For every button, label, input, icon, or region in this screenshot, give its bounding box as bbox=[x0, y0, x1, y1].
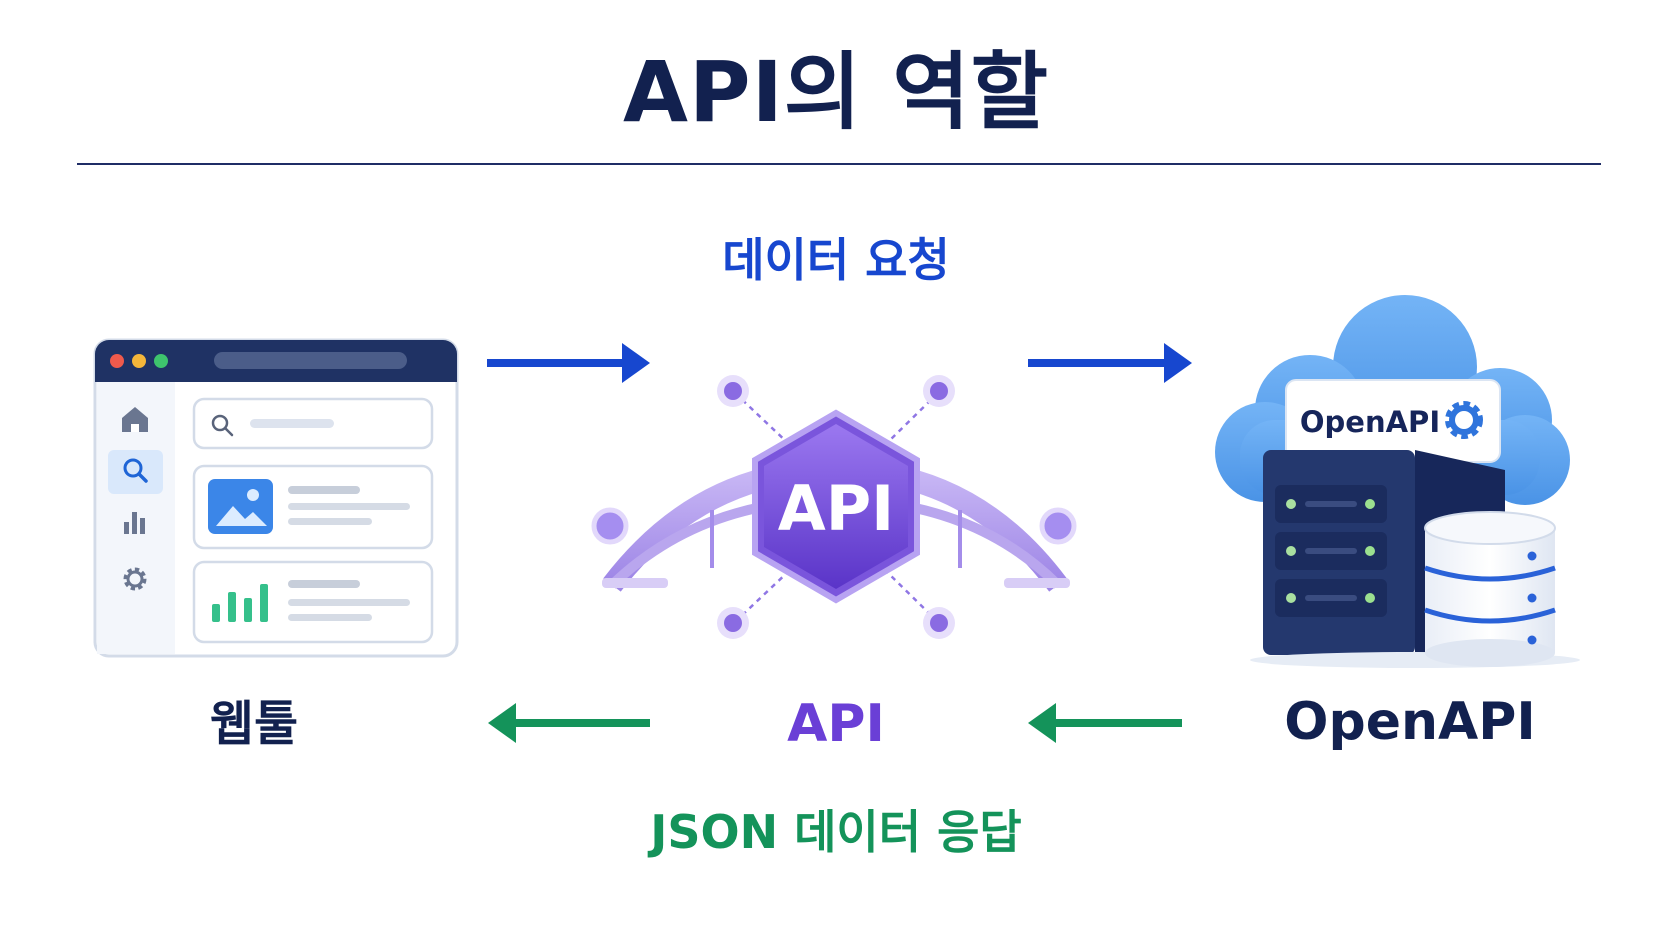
bridge-node bbox=[1039, 507, 1077, 545]
request-arrow-1 bbox=[487, 343, 650, 383]
title-divider bbox=[77, 163, 1601, 165]
api-hexagon-text: API bbox=[778, 472, 895, 545]
bridge-node bbox=[591, 507, 629, 545]
gear-icon bbox=[1445, 401, 1483, 439]
openapi-server-group: OpenAPI bbox=[1215, 295, 1580, 668]
connector-node bbox=[717, 607, 749, 639]
search-icon bbox=[123, 458, 148, 483]
close-dot bbox=[110, 354, 124, 368]
data-request-label: 데이터 요청 bbox=[722, 233, 950, 287]
database-icon bbox=[1424, 511, 1556, 667]
connector-node bbox=[923, 607, 955, 639]
response-arrow-1 bbox=[488, 703, 650, 743]
api-hub: API bbox=[591, 375, 1077, 639]
minimize-dot bbox=[132, 354, 146, 368]
home-icon bbox=[122, 407, 148, 432]
maximize-dot bbox=[154, 354, 168, 368]
bar-chart-icon bbox=[124, 512, 145, 534]
webtool-window bbox=[93, 338, 459, 658]
gear-icon bbox=[123, 567, 147, 591]
request-arrow-2 bbox=[1028, 343, 1192, 383]
connector-node bbox=[923, 375, 955, 407]
search-icon bbox=[211, 414, 234, 437]
response-arrow-2 bbox=[1028, 703, 1182, 743]
openapi-card-text: OpenAPI bbox=[1300, 405, 1440, 439]
webtool-label: 웹툴 bbox=[209, 696, 299, 752]
address-bar bbox=[214, 352, 407, 369]
openapi-label: OpenAPI bbox=[1284, 692, 1536, 752]
connector-node bbox=[717, 375, 749, 407]
api-label: API bbox=[787, 694, 885, 754]
json-response-label: JSON 데이터 응답 bbox=[650, 805, 1022, 859]
page-title: API의 역할 bbox=[623, 43, 1049, 141]
image-icon bbox=[208, 479, 273, 534]
bar-chart-icon bbox=[212, 584, 268, 622]
